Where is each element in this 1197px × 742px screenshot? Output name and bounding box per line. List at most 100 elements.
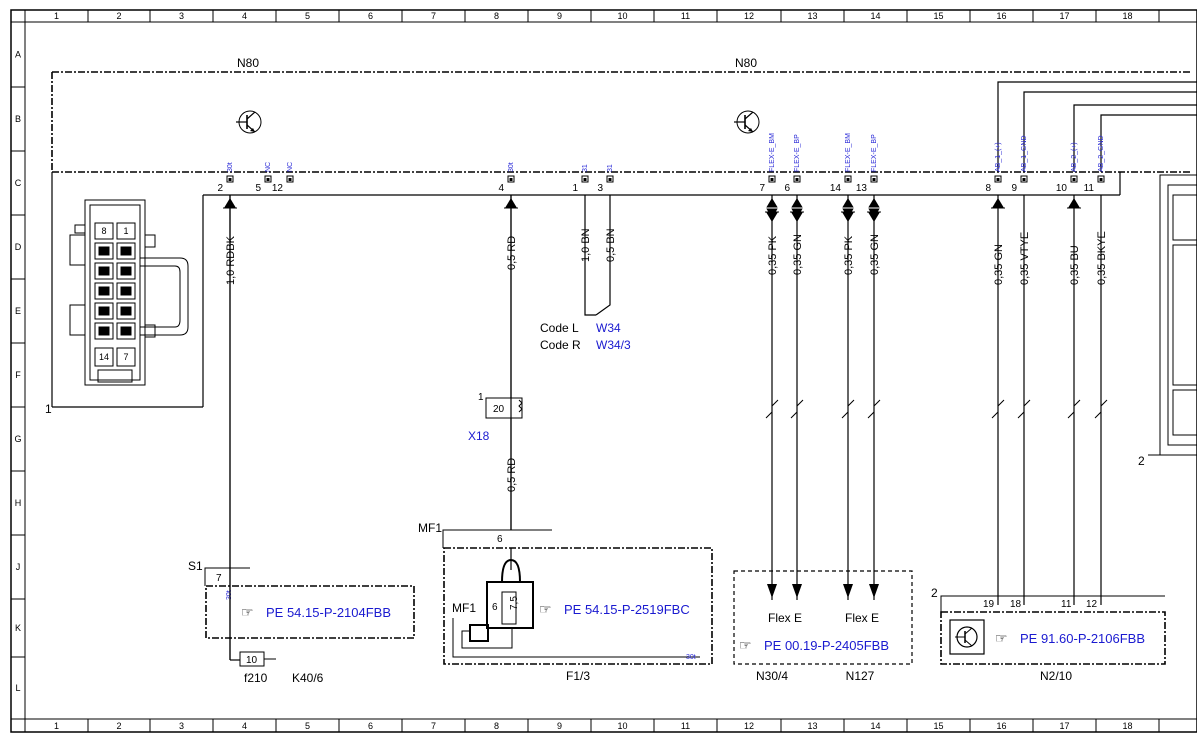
n80-module-boundary: N80 N80: [51, 56, 1190, 173]
frame-column-number: 8: [494, 721, 499, 731]
connector-1-drawing: [69, 199, 189, 386]
frame-row-letter: E: [15, 306, 21, 316]
pin: FLEX-E_BM7: [759, 133, 776, 194]
fuse-pin: 6: [492, 602, 498, 613]
x18-label[interactable]: X18: [468, 429, 490, 443]
frame-column-number: 11: [681, 721, 690, 731]
frame-column-number: 4: [242, 721, 247, 731]
frame-row-letter: K: [15, 623, 21, 633]
ref-n2[interactable]: ☞ PE 91.60-P-2106FBB: [995, 630, 1145, 646]
pe-reference[interactable]: PE 54.15-P-2104FBB: [266, 605, 391, 620]
frame-row-letter: H: [15, 498, 22, 508]
frame-column-number: 4: [242, 11, 247, 21]
frame-column-number: 12: [744, 721, 754, 731]
frame-column-number: 14: [870, 11, 880, 21]
connector-bus: 1: [45, 172, 1121, 416]
pin-number-label: 13: [856, 183, 868, 194]
transistor-icon: [236, 110, 262, 134]
frame-column-number: 9: [557, 721, 562, 731]
frame-row-letter: A: [15, 50, 21, 60]
frame-column-number: 17: [1059, 721, 1069, 731]
frame-column-number: 10: [617, 721, 627, 731]
pin-function-label: FLEX-E_BP: [794, 134, 801, 172]
n2-box-number: 2: [931, 586, 938, 600]
wire: 0,35 GN: [991, 195, 1005, 605]
pin: 30t 2: [217, 162, 234, 194]
code-r-ref[interactable]: W34/3: [596, 338, 631, 352]
pin-function-label: AB_2_(+): [1071, 142, 1078, 172]
n80-label-right: N80: [735, 56, 757, 70]
pin-function-label: 30t: [227, 162, 234, 172]
frame-column-number: 7: [431, 721, 436, 731]
transistor-icon: [734, 110, 760, 134]
pe-reference[interactable]: PE 54.15-P-2519FBC: [564, 602, 690, 617]
frame-row-letter: C: [15, 178, 22, 188]
frame-column-number: 2: [116, 11, 121, 21]
frame-column-number: 10: [617, 11, 627, 21]
frame-column-number: 1: [54, 11, 59, 21]
frame-column-number: 6: [368, 721, 373, 731]
pin-function-label: FLEX-E_BM: [769, 133, 776, 172]
pin-number-label: 2: [217, 183, 223, 194]
k40-6-label: K40/6: [292, 671, 324, 685]
pin: FLEX-E_BP6: [784, 134, 801, 194]
mf1-inner-label: MF1: [452, 601, 476, 615]
pe-reference[interactable]: PE 00.19-P-2405FBB: [764, 638, 889, 653]
n127-label: N127: [846, 669, 875, 683]
frame-column-number: 11: [681, 11, 690, 21]
n30-4-label: N30/4: [756, 669, 788, 683]
n2-pin-19: 19: [983, 599, 995, 610]
mf1-pin: 6: [497, 534, 503, 545]
pin: AB_1_(+) 8: [985, 142, 1002, 194]
frame-column-number: 18: [1122, 11, 1132, 21]
frame-column-number: 6: [368, 11, 373, 21]
pin-number-label: 1: [572, 183, 578, 194]
ref-f13[interactable]: ☞ PE 54.15-P-2519FBC: [539, 601, 690, 617]
connector-2-drawing: 2: [1138, 174, 1197, 468]
pe-reference[interactable]: PE 91.60-P-2106FBB: [1020, 631, 1145, 646]
wire: 0,35 PK: [841, 195, 855, 600]
wire: 0,35 BKYE: [1096, 195, 1108, 605]
n2-10-block: 2 19 18 11 12 N2/10: [931, 586, 1166, 683]
frame-column-number: 3: [179, 11, 184, 21]
pin-function-label: NC: [265, 162, 272, 172]
code-labels: Code L W34 Code R W34/3: [540, 321, 631, 352]
ref-s1[interactable]: ☞ PE 54.15-P-2104FBB: [241, 604, 391, 620]
pin-number-label: 8: [985, 183, 991, 194]
references: ☞ PE 54.15-P-2104FBB ☞ PE 54.15-P-2519FB…: [241, 601, 1145, 653]
pointing-hand-icon: ☞: [241, 604, 254, 620]
frame-row-letter: B: [15, 114, 21, 124]
pin-labels: 30t2NC5NC1230t4311313FLEX-E_BM7FLEX-E_BP…: [217, 133, 1105, 194]
pin-number-label: 12: [272, 183, 284, 194]
frame-column-number: 2: [116, 721, 121, 731]
frame-column-number: 17: [1059, 11, 1069, 21]
wire: 1,0 BN: [580, 228, 592, 262]
pin-number-label: 9: [1011, 183, 1017, 194]
pointing-hand-icon: ☞: [995, 630, 1008, 646]
frame-column-number: 16: [996, 721, 1006, 731]
thirty-t-label: 30t: [686, 654, 696, 661]
frame-column-number: 5: [305, 11, 310, 21]
pin-number-label: 4: [498, 183, 504, 194]
fuse-value: 7,5: [509, 596, 520, 610]
code-l-ref[interactable]: W34: [596, 321, 621, 335]
connector-2-label: 2: [1138, 454, 1145, 468]
frame-row-letter: L: [15, 683, 20, 693]
wire-label: 0,35 PK: [843, 235, 855, 275]
s1-label: S1: [188, 559, 203, 573]
frame-column-number: 8: [494, 11, 499, 21]
wire-label: 0,35 GN: [993, 244, 1005, 285]
frame-column-number: 1: [54, 721, 59, 731]
pin-function-label: AB_1_(+): [995, 142, 1002, 172]
connector-1-pin-numbers: 8 1 14 7: [99, 226, 129, 362]
pin-number-label: 3: [597, 183, 603, 194]
wire-label: 0,35 VTYE: [1019, 232, 1031, 285]
code-r-label: Code R: [540, 338, 581, 352]
ref-n30[interactable]: ☞ PE 00.19-P-2405FBB: [739, 637, 889, 653]
